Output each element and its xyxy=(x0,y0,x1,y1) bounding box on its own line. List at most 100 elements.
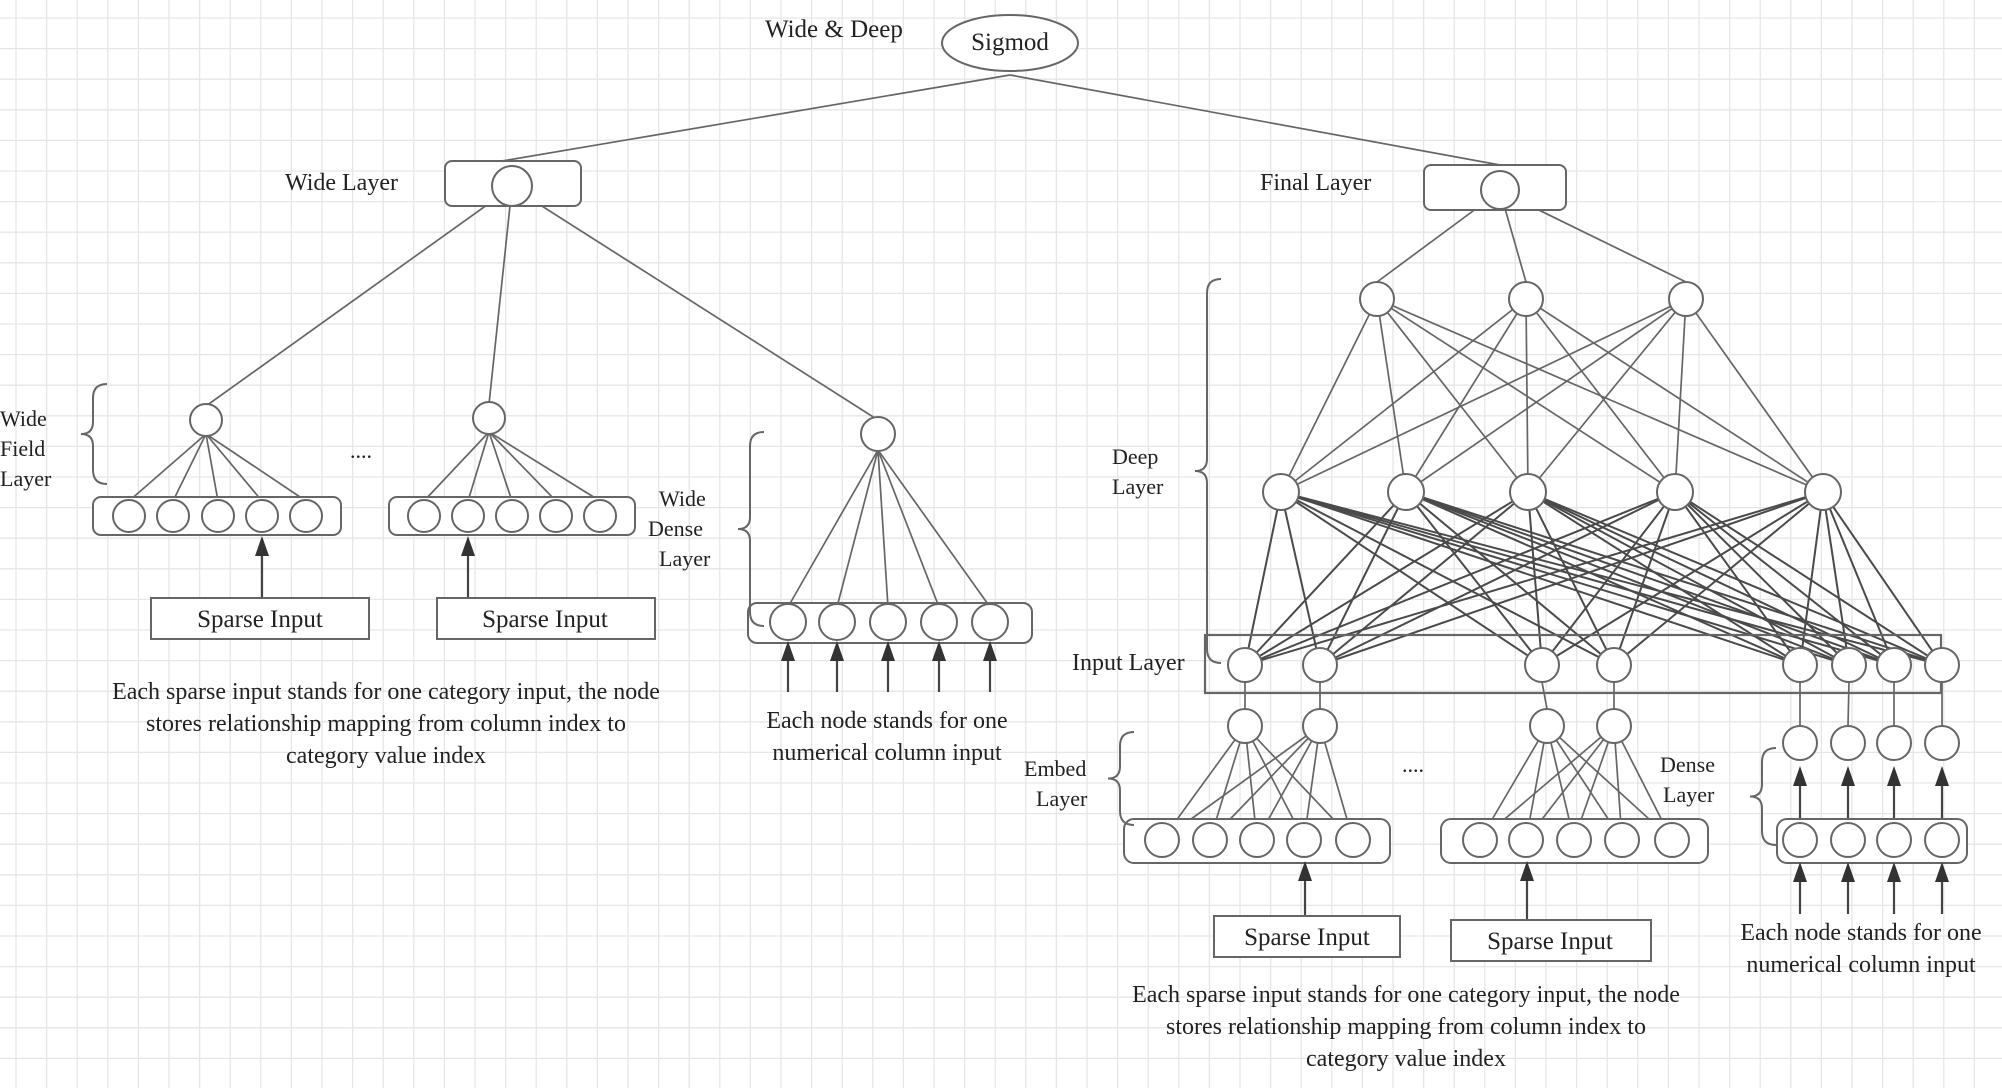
input-layer-node xyxy=(1924,647,1960,683)
arrowhead xyxy=(1887,766,1901,786)
deep-input-edge xyxy=(1527,491,1895,666)
wide-dense-node xyxy=(860,416,896,452)
arrowhead xyxy=(1935,766,1949,786)
arrowhead xyxy=(830,641,844,661)
wide-dense-description-1: Each node stands for one xyxy=(766,708,1007,734)
deep-input-edge xyxy=(1405,491,1943,666)
wide-field-input-node xyxy=(583,499,617,533)
embedding-node xyxy=(1529,708,1565,744)
deep-input-edge xyxy=(1541,491,1824,666)
wide-dense-input-node xyxy=(971,603,1009,641)
embed-input-node xyxy=(1286,822,1322,858)
wide-field-edge xyxy=(467,431,490,502)
arrowhead xyxy=(255,536,269,556)
deep-hidden-edge xyxy=(1280,298,1378,493)
deep-hidden-node-2 xyxy=(1262,473,1300,511)
deep-hidden-edge xyxy=(1525,298,1676,493)
wide-layer-edge xyxy=(511,186,879,421)
wide-sparse-input-1-box xyxy=(150,597,370,640)
wide-layer-output-node xyxy=(491,165,533,207)
wide-field-edge xyxy=(205,433,263,502)
dense-input-box xyxy=(1776,818,1968,864)
output-node-label: Sigmod xyxy=(971,29,1049,56)
deep-input-edge xyxy=(1674,491,1895,666)
deep-input-edge xyxy=(1674,491,1801,666)
arrowhead xyxy=(1841,862,1855,882)
deep-input-edge xyxy=(1319,491,1529,666)
deep-input-edge xyxy=(1527,491,1850,666)
wide-dense-input-node xyxy=(920,603,958,641)
embed-input-node xyxy=(1144,822,1180,858)
wide-field-input-node xyxy=(156,499,190,533)
final-layer-label: Final Layer xyxy=(1260,170,1371,196)
wide-dense-layer-label-3: Layer xyxy=(659,546,711,571)
wide-field-node xyxy=(189,403,223,437)
deep-hidden-node-1 xyxy=(1359,281,1395,317)
deep-hidden-edge xyxy=(1525,298,1529,493)
diagram-title: Wide & Deep xyxy=(765,16,903,43)
embed-layer-label-2: Layer xyxy=(1036,786,1088,811)
arrowhead xyxy=(1841,766,1855,786)
dense-layer-node xyxy=(1876,725,1912,761)
wide-field-input-node xyxy=(407,499,441,533)
input-to-embed-edge xyxy=(1541,681,1548,710)
embed-input-node xyxy=(1654,822,1690,858)
deep-input-edge xyxy=(1405,491,1895,666)
input-layer-node xyxy=(1302,647,1338,683)
deep-sparse-input-2-label: Sparse Input xyxy=(1487,928,1613,955)
deep-input-edge xyxy=(1822,491,1943,666)
embed-input-node xyxy=(1335,822,1371,858)
wide-dense-edge xyxy=(877,449,991,608)
deep-input-edge xyxy=(1822,491,1895,666)
dense-layer-node xyxy=(1782,725,1818,761)
arrowhead xyxy=(983,641,997,661)
deep-hidden-node-2 xyxy=(1656,473,1694,511)
deep-input-edge xyxy=(1822,491,1850,666)
embedding-node xyxy=(1302,708,1338,744)
dense-input-node xyxy=(1876,822,1912,858)
embed-layer-brace xyxy=(1107,731,1135,826)
wide-field-input-node xyxy=(495,499,529,533)
deep-sparse-input-1-box xyxy=(1213,915,1401,958)
arrowhead xyxy=(1935,862,1949,882)
deep-layer-label-2: Layer xyxy=(1112,474,1164,499)
embed-input-node xyxy=(1192,822,1228,858)
deep-input-edge xyxy=(1244,491,1407,666)
embed-layer-label-1: Embed xyxy=(1024,756,1086,781)
wide-sparse-input-2-label: Sparse Input xyxy=(482,606,608,633)
wide-field-edge xyxy=(488,431,557,502)
arrowhead xyxy=(1887,862,1901,882)
arrowhead xyxy=(1793,862,1807,882)
embed-input-node xyxy=(1556,822,1592,858)
deep-layer-label-1: Deep xyxy=(1112,444,1158,469)
embedding-node xyxy=(1227,708,1263,744)
wide-field-node xyxy=(472,401,506,435)
deep-input-edge xyxy=(1280,491,1895,666)
wide-field-edge xyxy=(205,433,307,502)
wide-ellipsis: .... xyxy=(350,438,372,463)
deep-input-edge xyxy=(1527,491,1801,666)
embed-input-node xyxy=(1239,822,1275,858)
deep-hidden-node-1 xyxy=(1668,281,1704,317)
deep-hidden-edge xyxy=(1674,298,1687,493)
deep-input-edge xyxy=(1244,491,1824,666)
input-layer-node xyxy=(1524,647,1560,683)
deep-hidden-edge xyxy=(1376,298,1676,493)
wide-field-edge xyxy=(488,431,513,502)
wide-field-input-node xyxy=(201,499,235,533)
deep-input-edge xyxy=(1280,491,1615,666)
input-layer-node xyxy=(1876,647,1912,683)
wide-field-input-node xyxy=(112,499,146,533)
wide-dense-description-2: numerical column input xyxy=(772,740,1002,766)
deep-hidden-edge xyxy=(1405,298,1527,493)
arrowhead xyxy=(1793,766,1807,786)
dense-layer-node xyxy=(1924,725,1960,761)
embed-input-node xyxy=(1604,822,1640,858)
deep-input-edge xyxy=(1674,491,1850,666)
deep-sparse-description-3: category value index xyxy=(1306,1046,1506,1072)
wide-dense-edge xyxy=(836,449,879,608)
deep-hidden-edge xyxy=(1685,298,1824,493)
embed-input-node xyxy=(1462,822,1498,858)
deep-input-edge xyxy=(1405,491,1543,666)
wide-dense-layer-label-1: Wide xyxy=(659,486,706,511)
